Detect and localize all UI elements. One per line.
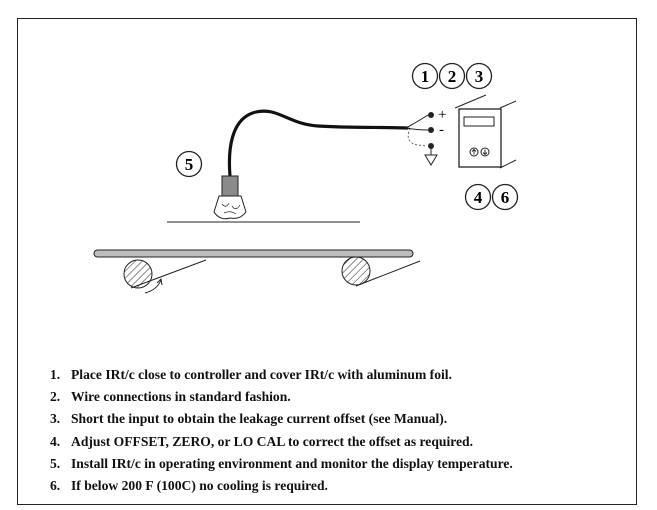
svg-text:5: 5 bbox=[185, 155, 194, 174]
callout-3: 3 bbox=[465, 62, 493, 90]
callout-6: 6 bbox=[491, 183, 519, 211]
down-arrow-icon bbox=[480, 147, 490, 157]
svg-text:4: 4 bbox=[474, 188, 483, 207]
irtc-sensor bbox=[213, 175, 247, 220]
up-arrow-icon bbox=[469, 147, 479, 157]
svg-text:2: 2 bbox=[448, 67, 457, 86]
instruction-step: 5.Install IRt/c in operating environment… bbox=[50, 455, 513, 471]
instruction-step: 1.Place IRt/c close to controller and co… bbox=[50, 367, 452, 382]
svg-text:1: 1 bbox=[421, 67, 430, 86]
instruction-list: 1.Place IRt/c close to controller and co… bbox=[50, 364, 513, 497]
callout-1: 1 bbox=[411, 62, 439, 90]
diagram-frame bbox=[17, 18, 637, 505]
sensor-cable bbox=[227, 109, 409, 178]
wire-minus bbox=[405, 127, 429, 131]
instruction-step: 2.Wire connections in standard fashion. bbox=[50, 389, 291, 405]
conveyor-belt bbox=[93, 249, 414, 258]
aluminum-foil bbox=[213, 195, 247, 220]
wire-plus bbox=[405, 114, 429, 129]
rotation-arrow-icon bbox=[156, 277, 163, 286]
instruction-step: 4.Adjust OFFSET, ZERO, or LO CAL to corr… bbox=[50, 433, 474, 449]
callout-4: 4 bbox=[464, 183, 492, 211]
instruction-step: 6.If below 200 F (100C) no cooling is re… bbox=[50, 477, 328, 493]
svg-text:3: 3 bbox=[475, 67, 484, 86]
controller-display bbox=[463, 116, 495, 127]
svg-text:6: 6 bbox=[501, 188, 510, 207]
shield-wire bbox=[407, 127, 428, 147]
terminal-minus-label: - bbox=[439, 122, 444, 138]
controller-unit bbox=[454, 94, 517, 169]
terminal-block: + - bbox=[428, 107, 446, 149]
callout-5: 5 bbox=[175, 150, 203, 178]
instruction-step: 3.Short the input to obtain the leakage … bbox=[50, 411, 448, 427]
roller-right bbox=[341, 256, 421, 287]
terminal-plus-label: + bbox=[438, 107, 446, 123]
roller-left bbox=[123, 259, 207, 294]
ground-icon bbox=[424, 149, 438, 166]
callout-2: 2 bbox=[438, 62, 466, 90]
